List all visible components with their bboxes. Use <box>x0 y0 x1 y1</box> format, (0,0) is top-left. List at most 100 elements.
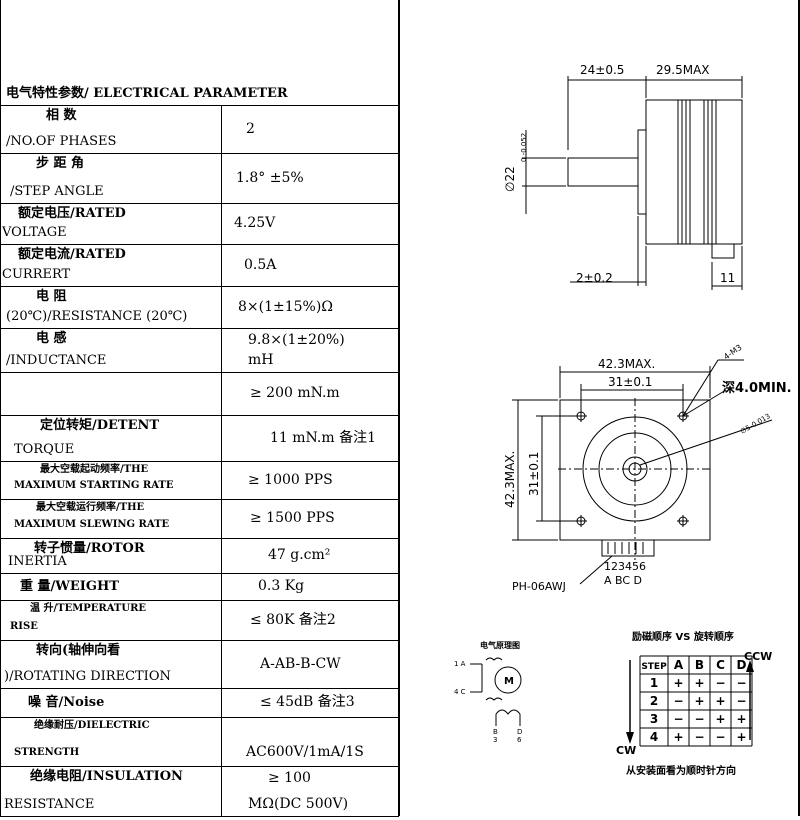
param-label: 相 数 <box>46 108 77 123</box>
param-label-en: RISE <box>10 621 38 632</box>
sequence-cell: + <box>673 730 683 744</box>
param-value: 2 <box>246 120 255 137</box>
param-value-unit: mH <box>248 352 274 368</box>
side-view-drawing <box>522 76 743 290</box>
table-rule <box>0 153 399 154</box>
table-rule <box>0 328 399 329</box>
param-label: 绝缘电阻/INSULATION <box>30 769 183 784</box>
param-value: 0.5A <box>244 256 277 273</box>
sequence-cell: − <box>736 676 746 690</box>
param-value: 8×(1±15%)Ω <box>238 298 333 315</box>
table-title: 电气特性参数/ ELECTRICAL PARAMETER <box>6 86 288 101</box>
sequence-cell: − <box>715 676 725 690</box>
schematic-pin-1: 1 A <box>454 660 466 668</box>
table-rule <box>0 372 399 373</box>
dim-width: 42.3MAX. <box>598 357 655 371</box>
param-label-en: MAXIMUM SLEWING RATE <box>14 519 170 530</box>
sheet-divider <box>398 0 400 816</box>
sequence-cell: 4 <box>650 730 658 744</box>
param-value: 4.25V <box>234 215 276 231</box>
dim-body-length: 29.5MAX <box>656 63 710 77</box>
dim-connector: 11 <box>720 271 735 285</box>
sequence-header: A <box>674 658 684 672</box>
param-label: 步 距 角 <box>36 156 85 171</box>
shaft-outline <box>567 157 639 187</box>
param-label-en: RESISTANCE <box>4 797 95 812</box>
param-label: 额定电流/RATED <box>18 247 126 262</box>
table-rule <box>0 717 399 718</box>
dim-shaft-tolerance: 0 -0.052 <box>520 133 528 162</box>
sequence-header: C <box>716 658 725 672</box>
table-rule <box>0 461 399 462</box>
param-value: A-AB-B-CW <box>260 655 341 672</box>
sequence-cell: − <box>715 730 725 744</box>
sequence-cell: 3 <box>650 712 658 726</box>
sequence-cell: + <box>694 676 704 690</box>
table-rule <box>0 203 399 204</box>
sequence-cell: + <box>715 712 725 726</box>
param-label-en: INERTIA <box>8 554 67 569</box>
drawing-area: 24±0.5 29.5MAX 2±0.2 11 ∅22 0 -0.052 <box>400 0 800 816</box>
param-label: 转向(轴伸向看 <box>36 643 121 658</box>
table-rule <box>0 415 399 416</box>
sequence-cell: + <box>736 730 746 744</box>
sequence-header: STEP <box>641 662 667 672</box>
dim-shaft-length: 24±0.5 <box>580 63 624 77</box>
param-value-unit: MΩ(DC 500V) <box>248 796 349 812</box>
param-value: 0.3 Kg <box>258 578 305 594</box>
param-label-en: STRENGTH <box>14 747 80 758</box>
table-rule <box>0 816 399 817</box>
sequence-cell: + <box>736 712 746 726</box>
sequence-cell: − <box>694 730 704 744</box>
table-rule <box>0 538 399 539</box>
param-value: ≥ 100 <box>268 770 311 786</box>
param-label-en: /STEP ANGLE <box>10 184 104 199</box>
param-value: 11 mN.m 备注1 <box>270 429 376 446</box>
schematic-labels: 电气原理图 1 A 4 C B 3 D 6 M <box>454 640 522 744</box>
param-value: 1.8° ±5% <box>236 169 304 186</box>
param-label: 定位转矩/DETENT <box>40 418 160 433</box>
sequence-cell: + <box>673 676 683 690</box>
table-rule <box>0 244 399 245</box>
schematic-pin-d: D <box>517 728 522 736</box>
cw-label: CW <box>616 744 636 757</box>
param-label-en: /NO.OF PHASES <box>6 134 117 149</box>
connector-outline <box>601 539 655 557</box>
param-value: ≥ 1000 PPS <box>248 471 333 488</box>
schematic-pin-6: 6 <box>517 736 522 744</box>
sequence-cell: − <box>673 694 683 708</box>
schematic-title: 电气原理图 <box>480 640 520 650</box>
param-value: ≤ 80K 备注2 <box>250 611 336 628</box>
schematic-motor: M <box>504 676 514 687</box>
pin-letters: A BC D <box>604 574 642 587</box>
param-label: 电 阻 <box>36 289 67 304</box>
table-rule <box>0 286 399 287</box>
dim-height: 42.3MAX. <box>503 451 517 508</box>
sequence-header: B <box>695 658 704 672</box>
schematic-pin-4: 4 C <box>454 688 466 696</box>
param-value: AC600V/1mA/1S <box>246 744 364 760</box>
pin-numbers: 123456 <box>604 560 646 573</box>
table-rule <box>0 640 399 641</box>
sequence-header: D <box>737 658 747 672</box>
param-label-en: MAXIMUM STARTING RATE <box>14 480 174 491</box>
dim-hole-pitch-x: 31±0.1 <box>608 375 652 389</box>
schematic-pin-b: B <box>493 728 498 736</box>
param-label-en: TORQUE <box>14 442 75 457</box>
param-label-en: /INDUCTANCE <box>6 353 107 368</box>
param-value: 9.8×(1±20%) <box>248 332 345 348</box>
wiring-schematic <box>470 657 522 726</box>
table-rule <box>0 499 399 500</box>
param-label-en: CURRERT <box>2 267 71 282</box>
param-label: 转子惯量/ROTOR <box>34 541 145 556</box>
dim-flange: 2±0.2 <box>576 271 613 285</box>
shaft-note: ∅5-0.013 <box>739 412 772 435</box>
param-value: ≥ 200 mN.m <box>250 385 340 401</box>
param-value: ≥ 1500 PPS <box>250 510 335 526</box>
sequence-cell: 1 <box>650 676 658 690</box>
param-label: 温 升/TEMPERATURE <box>30 603 147 614</box>
param-label: 最大空载起动频率/THE <box>40 464 149 475</box>
table-rule <box>0 766 399 767</box>
